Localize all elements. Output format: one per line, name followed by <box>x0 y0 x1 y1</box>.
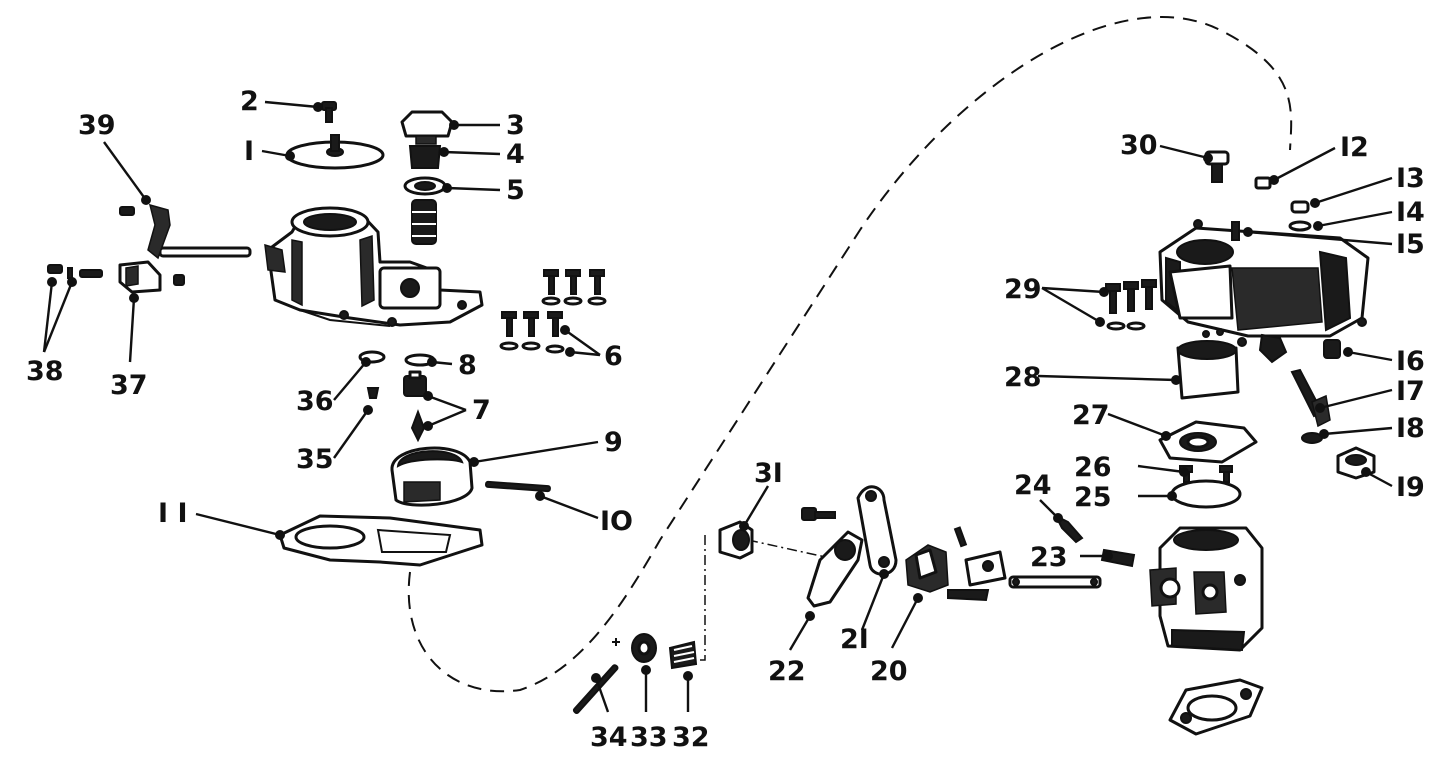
callout-18: I8 <box>1396 413 1425 444</box>
callout-36: 36 <box>296 386 334 417</box>
callout-leaders <box>42 100 1393 713</box>
callout-27: 27 <box>1072 400 1110 431</box>
flange-gasket <box>1168 678 1264 736</box>
callout-11: I I <box>158 498 188 529</box>
callout-labels: I 2 3 4 5 6 7 8 9 IO I I I2 I3 I4 I5 I6 … <box>26 86 1425 753</box>
venturi <box>1176 340 1240 400</box>
throttle-body-lower <box>1149 526 1264 652</box>
callout-29: 29 <box>1004 274 1042 305</box>
assembly-guide-line-main <box>407 16 1293 693</box>
callout-10: IO <box>600 506 633 537</box>
callout-1: I <box>244 136 254 167</box>
callout-34: 34 <box>590 722 628 753</box>
callout-25: 25 <box>1074 482 1112 513</box>
bowl-gasket <box>278 514 484 567</box>
callout-3: 3 <box>506 110 525 141</box>
assembly-guide-line-shaft <box>688 535 706 661</box>
callout-16: I6 <box>1396 346 1425 377</box>
callout-15: I5 <box>1396 229 1425 260</box>
callout-23: 23 <box>1030 542 1068 573</box>
callout-37: 37 <box>110 370 148 401</box>
callout-35: 35 <box>296 444 334 475</box>
callout-2: 2 <box>240 86 259 117</box>
float-and-pin <box>390 446 551 507</box>
bowl-screws <box>1105 219 1367 347</box>
callout-9: 9 <box>604 427 623 458</box>
throttle-body-upper <box>264 206 484 327</box>
callout-12: I2 <box>1340 132 1369 163</box>
callout-17: I7 <box>1396 376 1425 407</box>
callout-14: I4 <box>1396 197 1425 228</box>
throttle-linkage-parts <box>718 485 1136 608</box>
callout-32: 32 <box>672 722 710 753</box>
callout-4: 4 <box>506 139 525 170</box>
callout-28: 28 <box>1004 362 1042 393</box>
callout-6: 6 <box>604 341 623 372</box>
callout-31: 3I <box>754 458 783 489</box>
callout-33: 33 <box>630 722 668 753</box>
cover-plate-and-screw <box>285 101 385 170</box>
callout-24: 24 <box>1014 470 1052 501</box>
drain-and-jet-parts <box>1290 339 1376 480</box>
callout-13: I3 <box>1396 163 1425 194</box>
throttle-shaft-small-parts <box>572 633 698 714</box>
choke-lever-shaft <box>119 203 252 260</box>
callout-22: 22 <box>768 656 806 687</box>
callout-38: 38 <box>26 356 64 387</box>
callout-26: 26 <box>1074 452 1112 483</box>
callout-21: 2I <box>840 624 869 655</box>
choke-bracket <box>47 260 185 294</box>
callout-7: 7 <box>472 395 491 426</box>
fuel-inlet-fitting-stack <box>400 110 454 245</box>
bowl-small-hardware <box>1204 150 1312 241</box>
callout-20: 20 <box>870 656 908 687</box>
callout-39: 39 <box>78 110 116 141</box>
bowl-cover-screws <box>499 269 607 354</box>
fuel-bowl-assembly <box>1158 226 1370 364</box>
callout-30: 30 <box>1120 130 1158 161</box>
needle-valve-parts <box>358 350 436 443</box>
callout-19: I9 <box>1396 472 1425 503</box>
assembly-guide-line-link <box>747 539 831 559</box>
callout-8: 8 <box>458 350 477 381</box>
callout-5: 5 <box>506 175 525 206</box>
